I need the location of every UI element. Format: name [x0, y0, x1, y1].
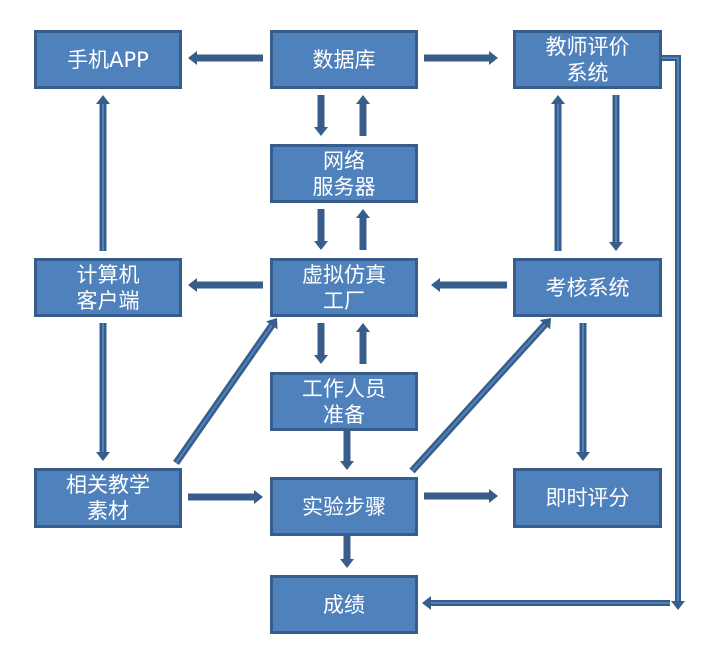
node-label-line: 工作人员	[302, 376, 386, 401]
edge-database-to-network-server	[314, 95, 328, 136]
arrowhead	[356, 323, 370, 332]
edge-experiment-steps-to-instant-scoring	[424, 489, 498, 503]
node-label-line: 工厂	[323, 288, 365, 313]
edge-teaching-material-to-virtual-factory	[173, 318, 278, 466]
arrowhead	[489, 51, 498, 65]
connector-line-inner	[662, 57, 679, 604]
node-instant-scoring: 即时评分	[513, 468, 662, 528]
node-label-line: 手机APP	[67, 47, 149, 72]
node-label-line: 教师评价	[545, 34, 630, 59]
node-label-line: 客户端	[76, 288, 140, 313]
arrowhead	[96, 95, 110, 104]
arrowhead	[340, 559, 354, 568]
arrowhead	[551, 95, 565, 104]
node-label-line: 实验步骤	[302, 494, 386, 519]
node-database: 数据库	[270, 30, 418, 89]
node-label-line: 网络	[323, 148, 365, 173]
connector-line-inner	[411, 323, 547, 472]
node-label-line: 系统	[566, 60, 609, 85]
node-teaching-materials: 相关教学素材	[34, 468, 182, 528]
edge-assessment-to-instant-scoring	[576, 323, 590, 461]
node-label-line: 服务器	[312, 174, 376, 199]
node-label-line: 虚拟仿真	[302, 262, 386, 287]
arrowhead	[539, 318, 551, 330]
node-label-line: 计算机	[76, 262, 140, 287]
edge-pc-client-to-mobile-app	[96, 95, 110, 251]
arrowhead	[422, 596, 431, 610]
arrowhead	[340, 461, 354, 470]
arrowhead	[431, 278, 440, 292]
arrowhead	[254, 490, 263, 504]
arrowhead	[188, 278, 197, 292]
edge-pc-client-to-teaching-material	[96, 323, 110, 461]
arrowhead	[356, 209, 370, 218]
edge-teaching-material-to-experiment-steps	[188, 490, 263, 504]
arrowhead	[188, 51, 197, 65]
arrowhead	[489, 489, 498, 503]
arrowhead	[576, 452, 590, 461]
arrowhead	[671, 601, 685, 610]
arrowhead	[314, 127, 328, 136]
edge-staff-prep-to-experiment-steps	[340, 431, 354, 470]
edge-virtual-factory-to-pc-client	[188, 278, 263, 292]
node-grades: 成绩	[270, 575, 418, 634]
arrowhead	[609, 242, 623, 251]
node-teacher-evaluation-system: 教师评价系统	[513, 30, 662, 89]
arrowhead	[356, 95, 370, 104]
node-label-line: 考核系统	[545, 275, 630, 300]
node-label-line: 即时评分	[545, 486, 630, 510]
connector-line	[662, 55, 681, 604]
node-label-line: 成绩	[323, 592, 365, 617]
edge-assessment-to-teacher-eval	[551, 95, 565, 251]
arrowhead	[266, 318, 278, 330]
edge-virtual-factory-to-network-server	[356, 209, 370, 250]
node-pc-client: 计算机客户端	[34, 258, 182, 317]
edge-network-server-to-virtual-factory	[314, 209, 328, 250]
arrowhead	[314, 241, 328, 250]
node-label-line: 相关教学	[66, 473, 150, 497]
node-label-line: 素材	[87, 499, 129, 523]
node-label-line: 准备	[323, 402, 365, 427]
edge-network-server-to-database	[356, 95, 370, 136]
edge-database-to-teacher-eval	[424, 51, 498, 65]
node-label-line: 数据库	[312, 47, 376, 72]
node-experiment-steps: 实验步骤	[270, 477, 418, 536]
node-network-server: 网络服务器	[270, 144, 418, 203]
arrowhead	[314, 355, 328, 364]
edge-virtual-factory-to-staff-prep	[314, 323, 328, 364]
edge-database-to-mobile-app	[188, 51, 263, 65]
connector-line-inner	[175, 323, 274, 464]
edge-experiment-steps-to-grades	[340, 536, 354, 568]
arrowhead	[96, 452, 110, 461]
edge-staff-prep-to-virtual-factory	[356, 323, 370, 364]
node-staff-preparation: 工作人员准备	[270, 372, 418, 431]
node-assessment-system: 考核系统	[513, 258, 662, 317]
edge-experiment-steps-to-assessment	[409, 318, 551, 474]
edge-assessment-to-virtual-factory	[431, 278, 507, 292]
node-mobile-app: 手机APP	[34, 30, 182, 89]
node-virtual-simulation-factory: 虚拟仿真工厂	[270, 258, 418, 317]
edge-teacher-eval-to-assessment	[609, 95, 623, 251]
edge-teacher-eval-to-grades	[422, 55, 685, 610]
